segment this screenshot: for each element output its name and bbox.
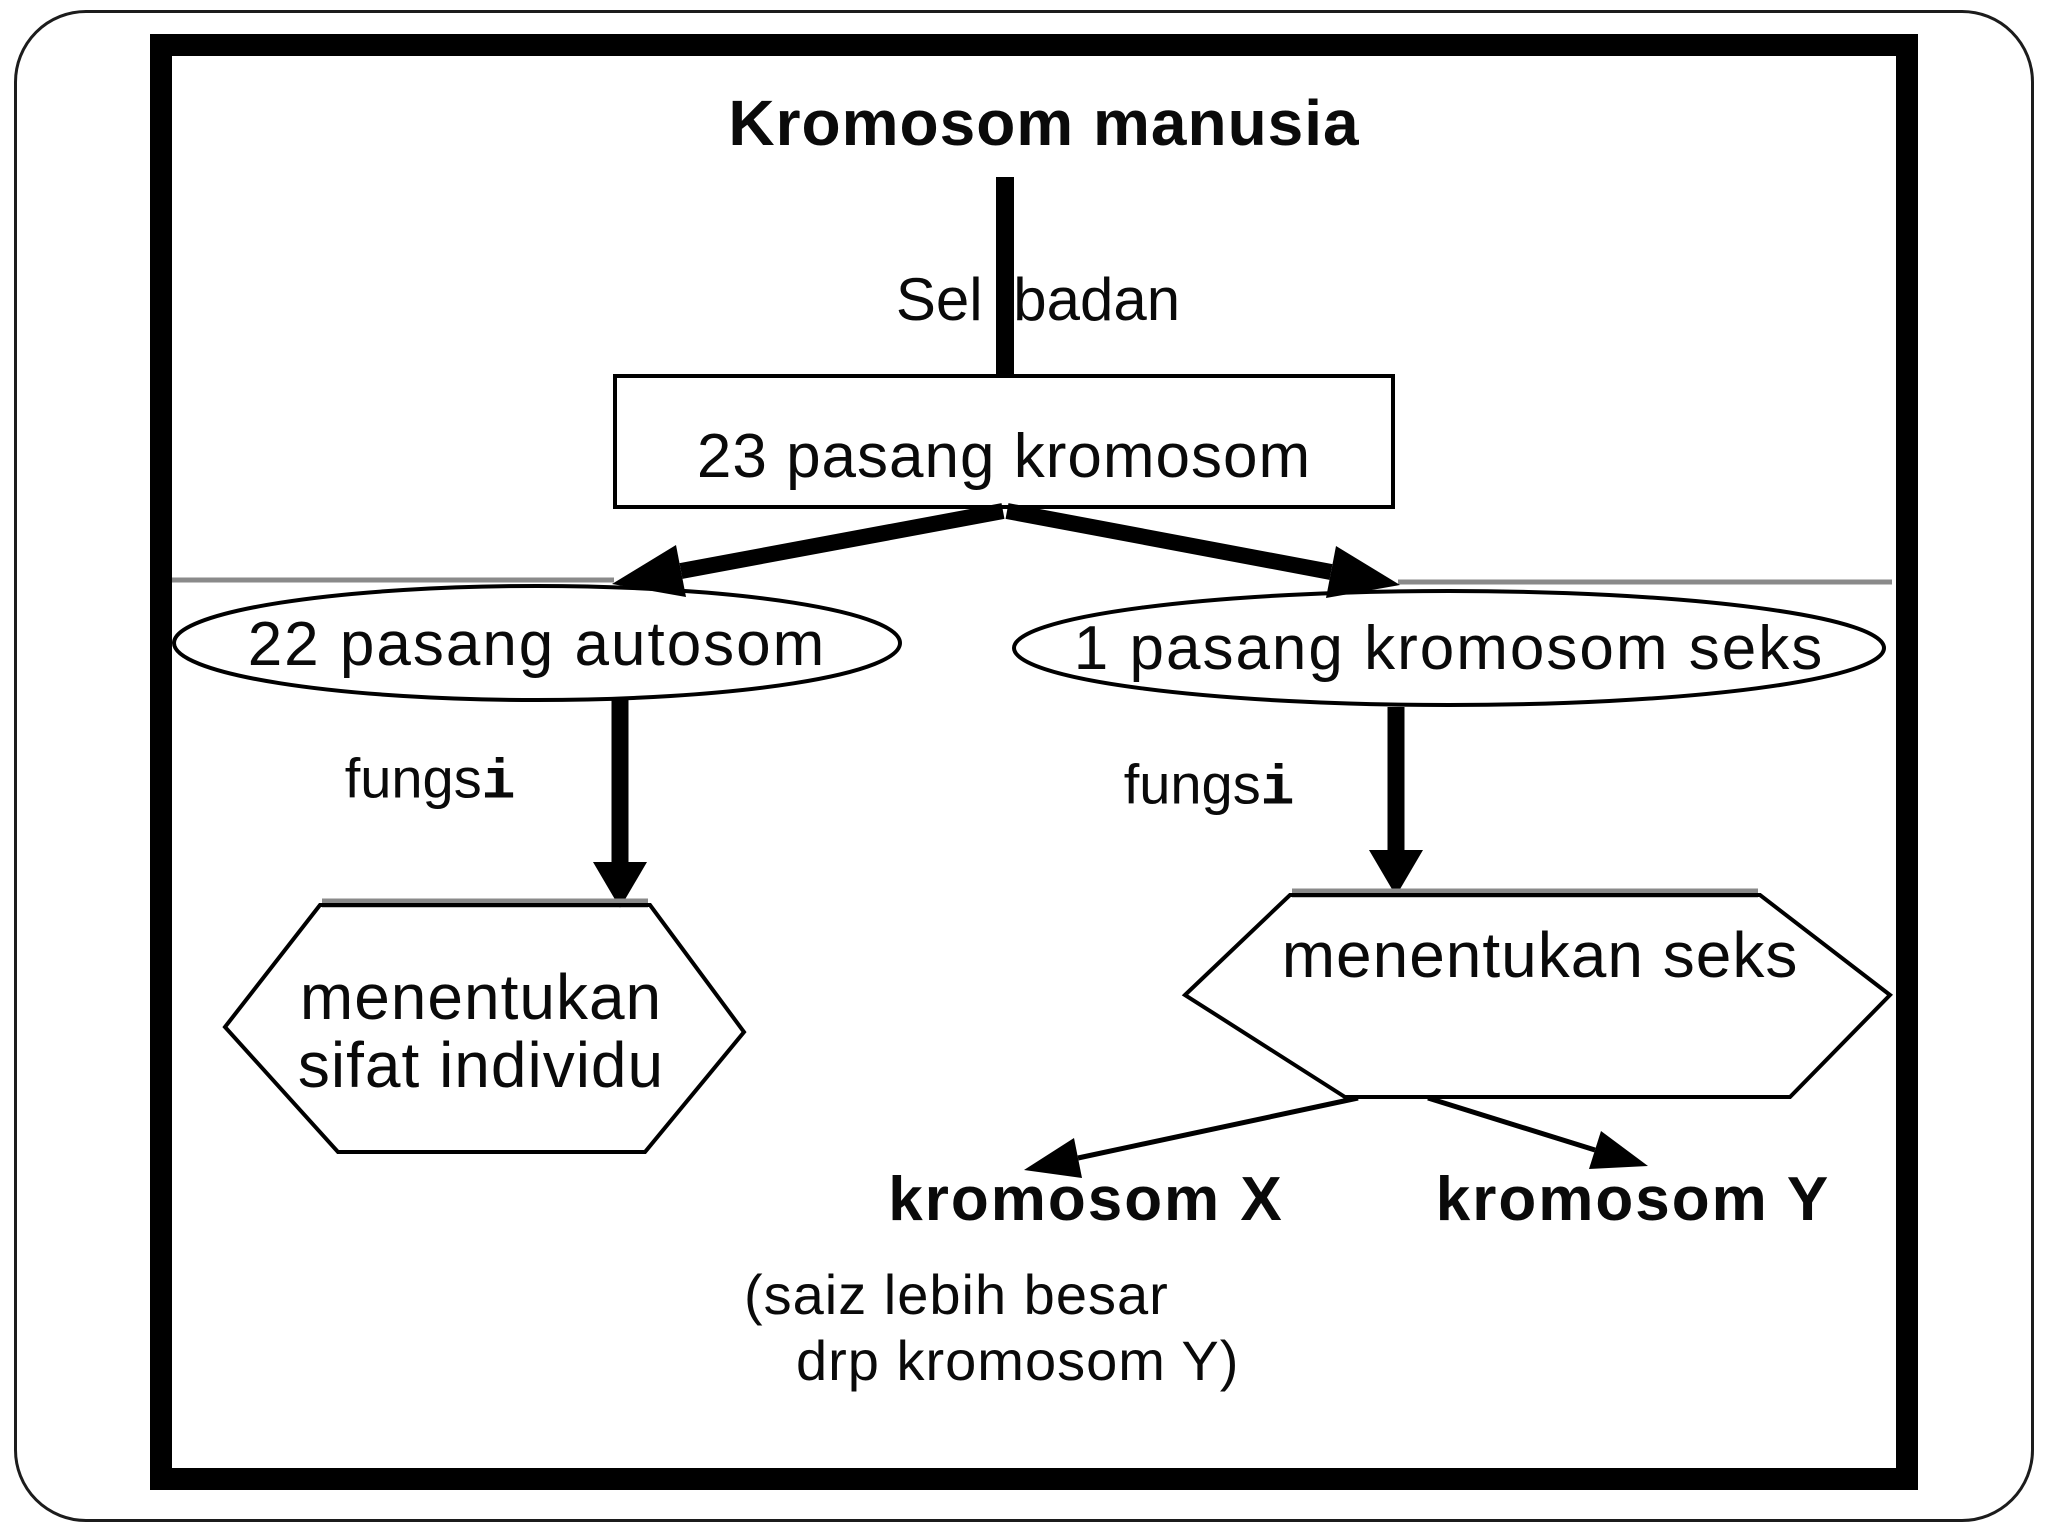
node-22-pasang-autosom: 22 pasang autosom bbox=[247, 609, 827, 679]
branch-arrow-right-head bbox=[1326, 546, 1400, 598]
branch-arrow-left-shaft bbox=[679, 503, 1005, 579]
diagram-thick-border bbox=[150, 34, 1918, 1490]
node-menentukan-sifat-individu: menentukan sifat individu bbox=[297, 961, 665, 1101]
edge-label-fungsi-left: fungsi bbox=[344, 746, 516, 815]
xy-arrow-right-shaft bbox=[1427, 1095, 1596, 1153]
node-sel-badan: Sel badan bbox=[895, 266, 1181, 333]
hex-left-line1: menentukan bbox=[299, 961, 663, 1034]
fungsi-arrow-left-head bbox=[593, 862, 647, 908]
box-23-pasang-outline bbox=[613, 374, 1395, 509]
branch-arrow-right-shaft bbox=[1005, 503, 1333, 580]
note-saiz-line2: drp kromosom Y) bbox=[796, 1329, 1240, 1392]
branch-arrow-left-head bbox=[612, 545, 686, 597]
fungsi-right-main: fungs bbox=[1123, 752, 1261, 816]
hex-left-line2: sifat individu bbox=[297, 1029, 665, 1101]
fungsi-arrow-right-head bbox=[1369, 850, 1423, 896]
node-1-pasang-kromosom-seks: 1 pasang kromosom seks bbox=[1073, 613, 1825, 683]
ellipse-sex-outline bbox=[1012, 589, 1886, 707]
fungsi-left-tail: i bbox=[481, 750, 516, 815]
hexagon-left-outline bbox=[222, 903, 747, 1154]
fungsi-left-main: fungs bbox=[344, 746, 482, 810]
edge-label-fungsi-right: fungsi bbox=[1123, 752, 1295, 821]
fungsi-right-tail: i bbox=[1260, 756, 1295, 821]
slide-rounded-border bbox=[14, 10, 2034, 1522]
xy-arrow-left-shaft bbox=[1077, 1095, 1359, 1161]
node-kromosom-y: kromosom Y bbox=[1435, 1164, 1831, 1234]
ellipse-autosom-outline bbox=[172, 584, 902, 702]
xy-arrow-right-head bbox=[1589, 1131, 1648, 1169]
hexagon-right-outline bbox=[1181, 893, 1894, 1099]
node-kromosom-x: kromosom X bbox=[888, 1164, 1284, 1234]
xy-arrow-left-head bbox=[1024, 1138, 1082, 1178]
node-23-pasang-kromosom: 23 pasang kromosom bbox=[696, 421, 1312, 491]
diagram-title: Kromosom manusia bbox=[728, 86, 1360, 159]
note-saiz-line1: (saiz lebih besar bbox=[744, 1263, 1169, 1326]
node-menentukan-seks: menentukan seks bbox=[1281, 919, 1799, 992]
